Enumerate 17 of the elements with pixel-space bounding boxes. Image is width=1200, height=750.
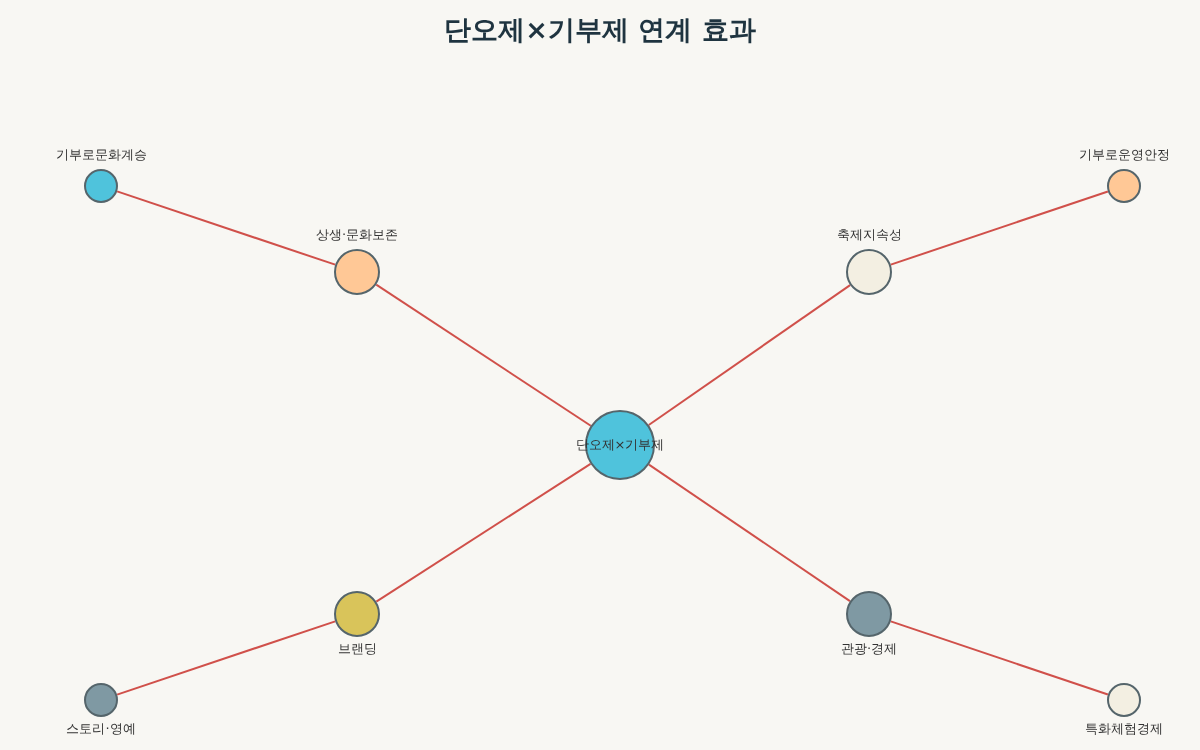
connector-line (647, 463, 851, 603)
node-label: 관광·경제 (840, 641, 898, 657)
node-label: 특화체험경제 (1085, 721, 1163, 737)
node-label: 상생·문화보존 (315, 227, 399, 243)
connector-line (889, 620, 1109, 696)
connector-line (889, 190, 1109, 266)
node-label: 기부로문화계승 (55, 147, 147, 163)
connector-line (116, 190, 337, 266)
node-label: 브랜딩 (337, 641, 377, 657)
node-label: 스토리·영예 (66, 721, 136, 737)
connector-line (375, 462, 592, 603)
connector-line (116, 620, 337, 696)
connector-line (647, 284, 852, 427)
node-label: 축제지속성 (836, 227, 902, 243)
title: 단오제×기부제 연계 효과 (444, 14, 756, 45)
connector-line (375, 283, 592, 427)
node-label: 기부로운영안정 (1078, 147, 1170, 163)
